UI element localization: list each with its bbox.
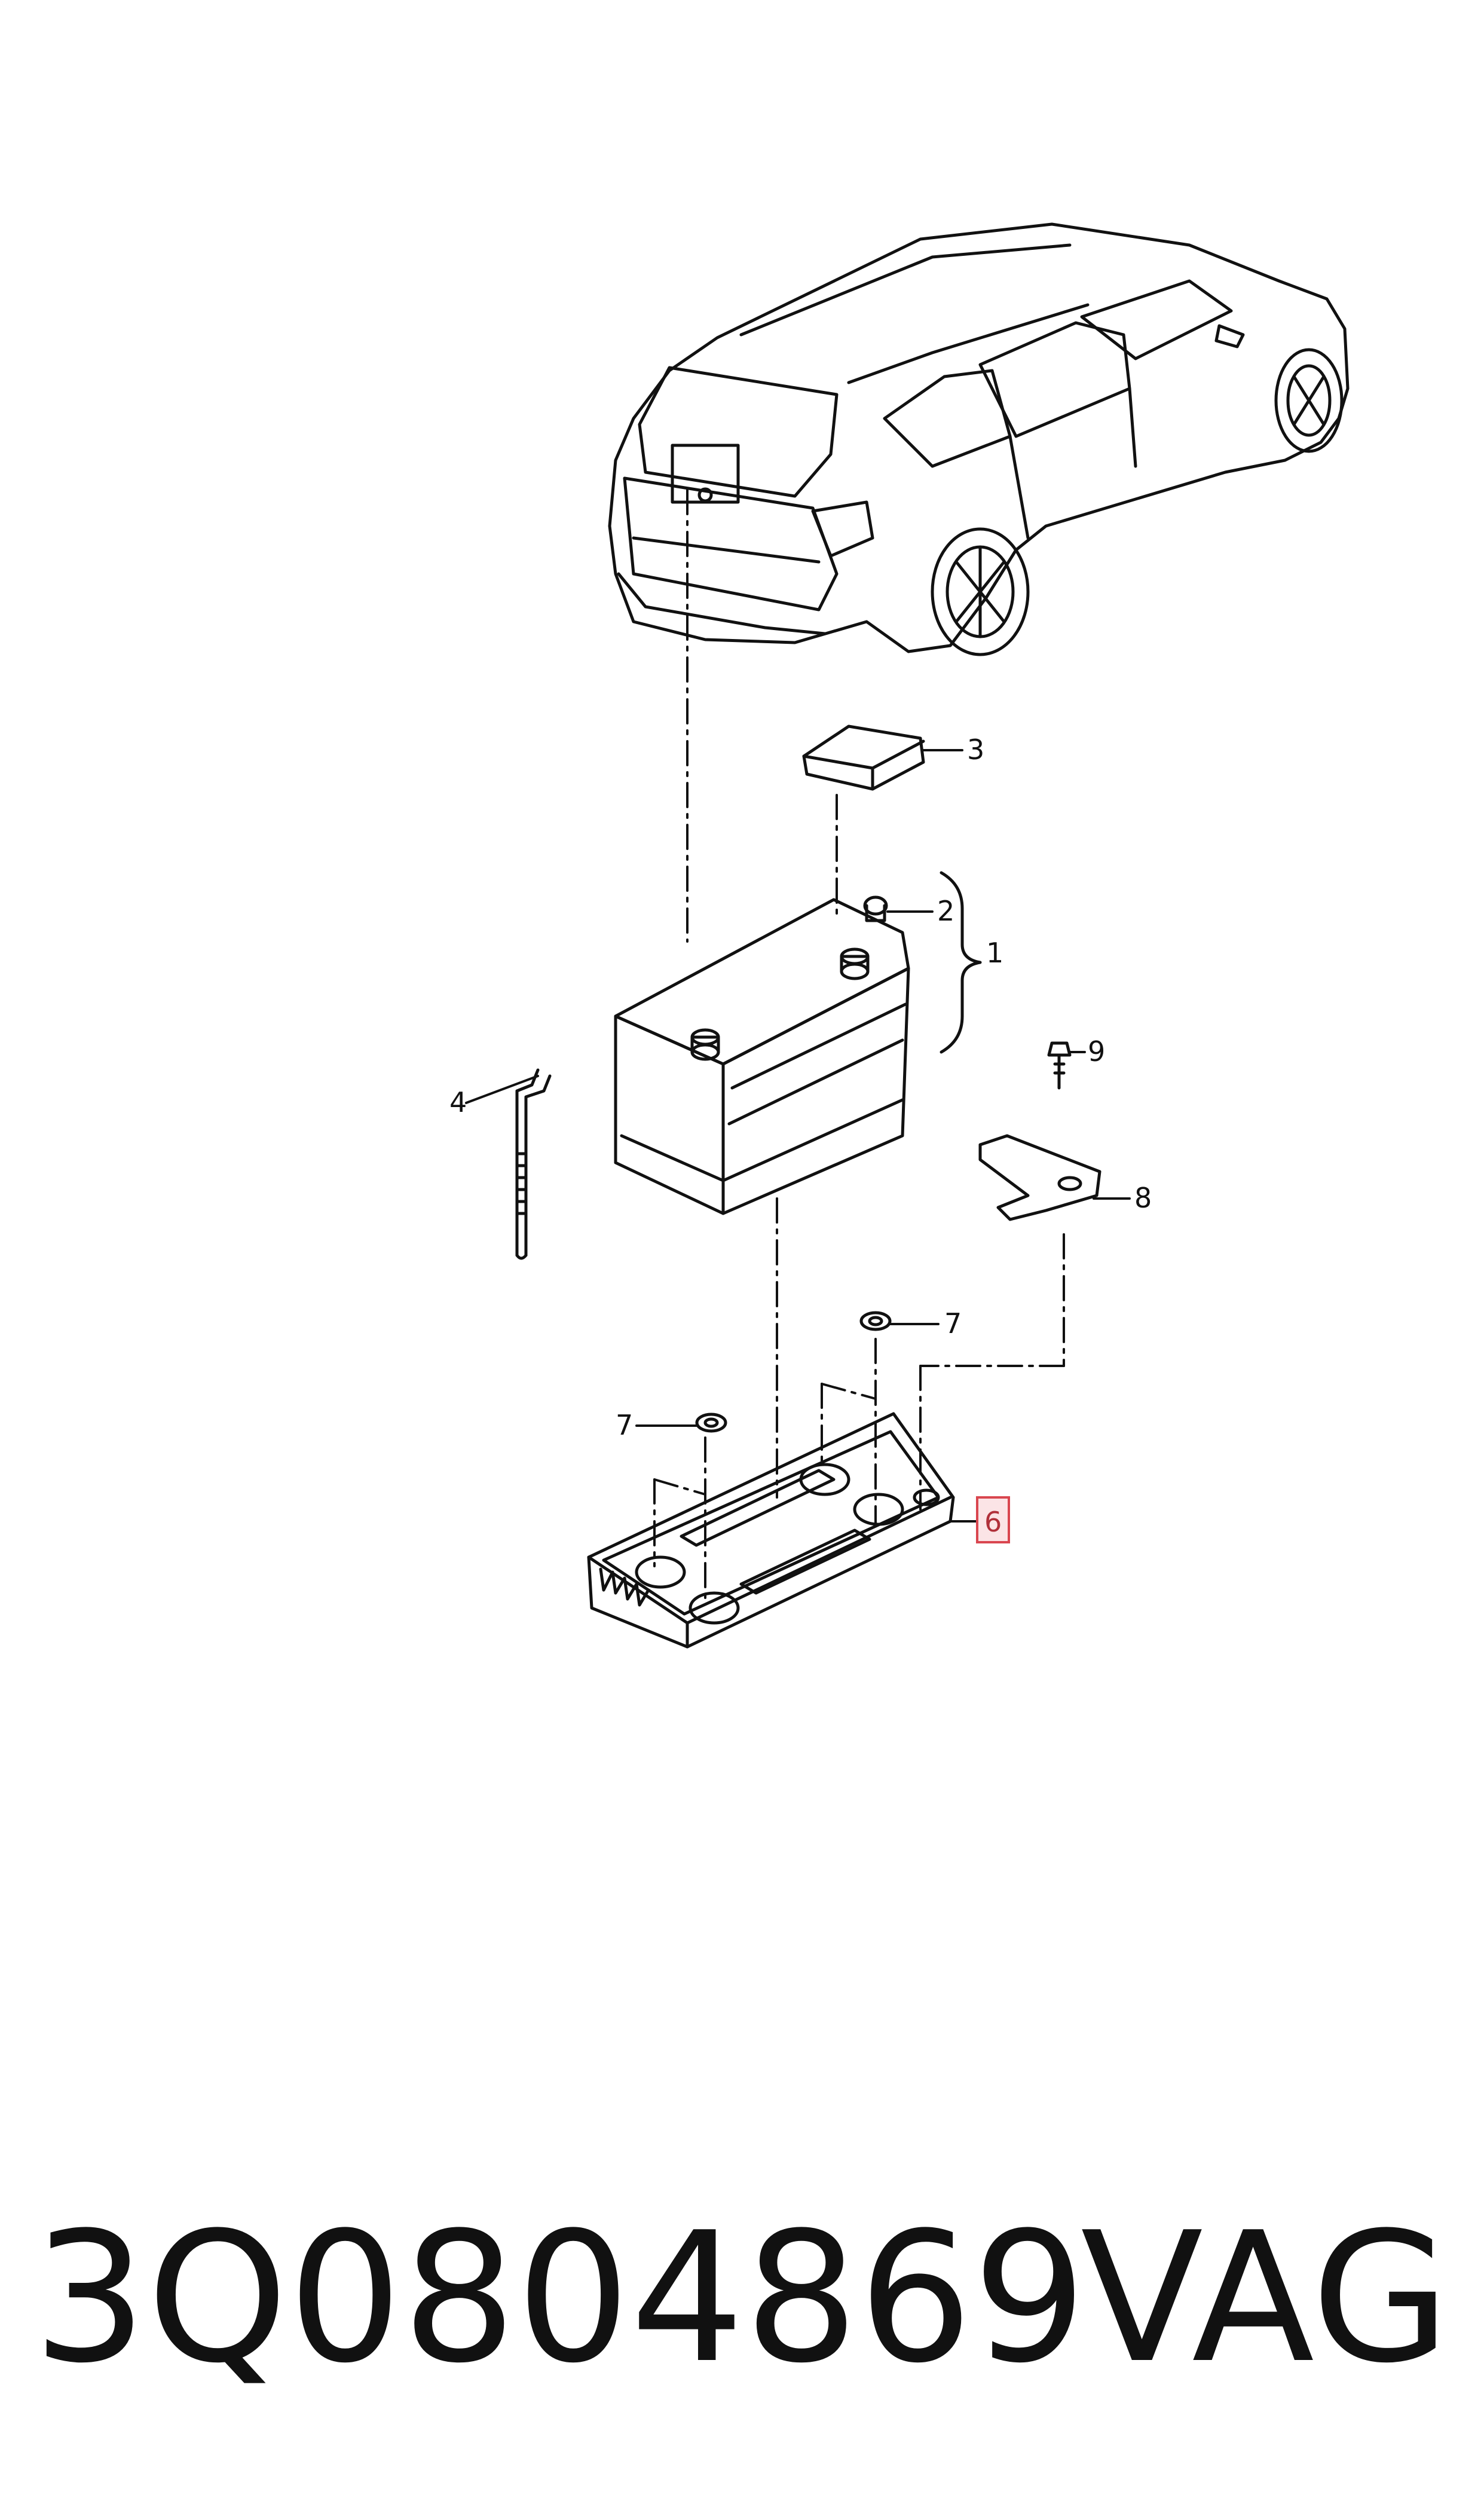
callout-6-highlight: [976, 1496, 1010, 1543]
callout-4: 4: [449, 1086, 467, 1118]
callout-8: 8: [1134, 1182, 1152, 1214]
callout-9: 9: [1088, 1035, 1105, 1068]
callout-3: 3: [967, 733, 984, 766]
callout-1: 1: [986, 937, 1003, 969]
nut-part-left: [695, 1413, 727, 1433]
callout-leaders: [465, 749, 1131, 1523]
callout-7-left: 7: [616, 1409, 633, 1441]
callout-6: 6: [984, 1506, 1002, 1538]
battery-tray-part: [587, 1412, 955, 1649]
clamp-bracket-part: [978, 1134, 1101, 1221]
bracket-bolt-part: [1047, 1041, 1072, 1090]
callout-7-right: 7: [944, 1307, 962, 1340]
vehicle-illustration: [608, 222, 1350, 656]
battery-part: [614, 871, 982, 1215]
assembly-guide-lines: [653, 489, 1065, 1603]
callout-2: 2: [937, 895, 954, 927]
vent-hose-part: [515, 1068, 552, 1260]
terminal-cover-part: [802, 724, 925, 791]
nut-part-right: [859, 1311, 892, 1331]
part-number-caption: 3Q0804869: [33, 2194, 1087, 2402]
brand-caption: VAG: [1081, 2194, 1451, 2402]
